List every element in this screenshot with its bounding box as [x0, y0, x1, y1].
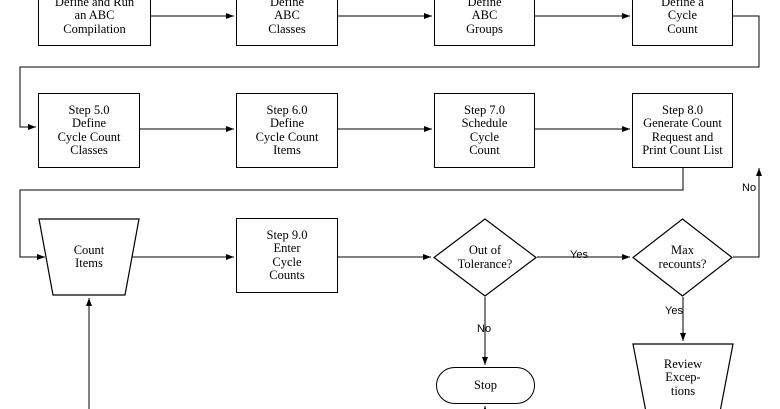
node-review-exceptions[interactable]: Review Excep- tions [632, 343, 734, 409]
node-step-7-schedule-cycle-count[interactable]: Step 7.0 Schedule Cycle Count [434, 93, 535, 168]
node-step-6-define-cycle-count-items[interactable]: Step 6.0 Define Cycle Count Items [236, 93, 338, 168]
node-label: Stop [474, 377, 497, 392]
node-label: Define and Run an ABC Compilation [54, 0, 135, 36]
node-step-5-define-cycle-count-classes[interactable]: Step 5.0 Define Cycle Count Classes [38, 93, 140, 168]
edge-label-yes-recounts: Yes [665, 305, 683, 317]
node-stop-terminator[interactable]: Stop [436, 367, 535, 404]
node-step-9-enter-cycle-counts[interactable]: Step 9.0 Enter Cycle Counts [236, 218, 338, 293]
edge-label-no-recounts: No [742, 182, 757, 194]
node-label: Step 7.0 Schedule Cycle Count [461, 102, 508, 157]
node-label: Step 6.0 Define Cycle Count Items [255, 102, 319, 157]
node-label: Max recounts? [658, 243, 707, 271]
node-label: Review Excep- tions [663, 356, 703, 398]
node-label: Out of Tolerance? [457, 243, 513, 271]
node-step-8-generate-count-request-print-count-list[interactable]: Step 8.0 Generate Count Request and Prin… [632, 93, 733, 168]
node-max-recounts-decision[interactable]: Max recounts? [632, 218, 733, 297]
node-label: Step 9.0 Enter Cycle Counts [266, 227, 308, 282]
node-define-run-abc-compilation[interactable]: Define and Run an ABC Compilation [38, 0, 151, 46]
trapezoid-shape [632, 343, 734, 409]
diamond-shape [433, 218, 537, 297]
node-out-of-tolerance-decision[interactable]: Out of Tolerance? [433, 218, 537, 297]
node-label: Step 8.0 Generate Count Request and Prin… [642, 102, 723, 157]
node-label: Define ABC Classes [268, 0, 306, 36]
edge-label-yes-tolerance: Yes [570, 249, 588, 261]
node-define-abc-groups[interactable]: Define ABC Groups [434, 0, 535, 46]
node-label: Count Items [73, 242, 105, 270]
edge-label-no-tolerance: No [477, 323, 492, 335]
node-count-items[interactable]: Count Items [38, 218, 140, 296]
node-label: Define ABC Groups [466, 0, 503, 36]
node-define-abc-classes[interactable]: Define ABC Classes [236, 0, 338, 46]
diamond-shape [632, 218, 733, 297]
node-define-a-cycle-count[interactable]: Define a Cycle Count [632, 0, 733, 46]
trapezoid-shape [38, 218, 140, 296]
node-label: Define a Cycle Count [661, 0, 704, 36]
node-label: Step 5.0 Define Cycle Count Classes [57, 102, 121, 157]
